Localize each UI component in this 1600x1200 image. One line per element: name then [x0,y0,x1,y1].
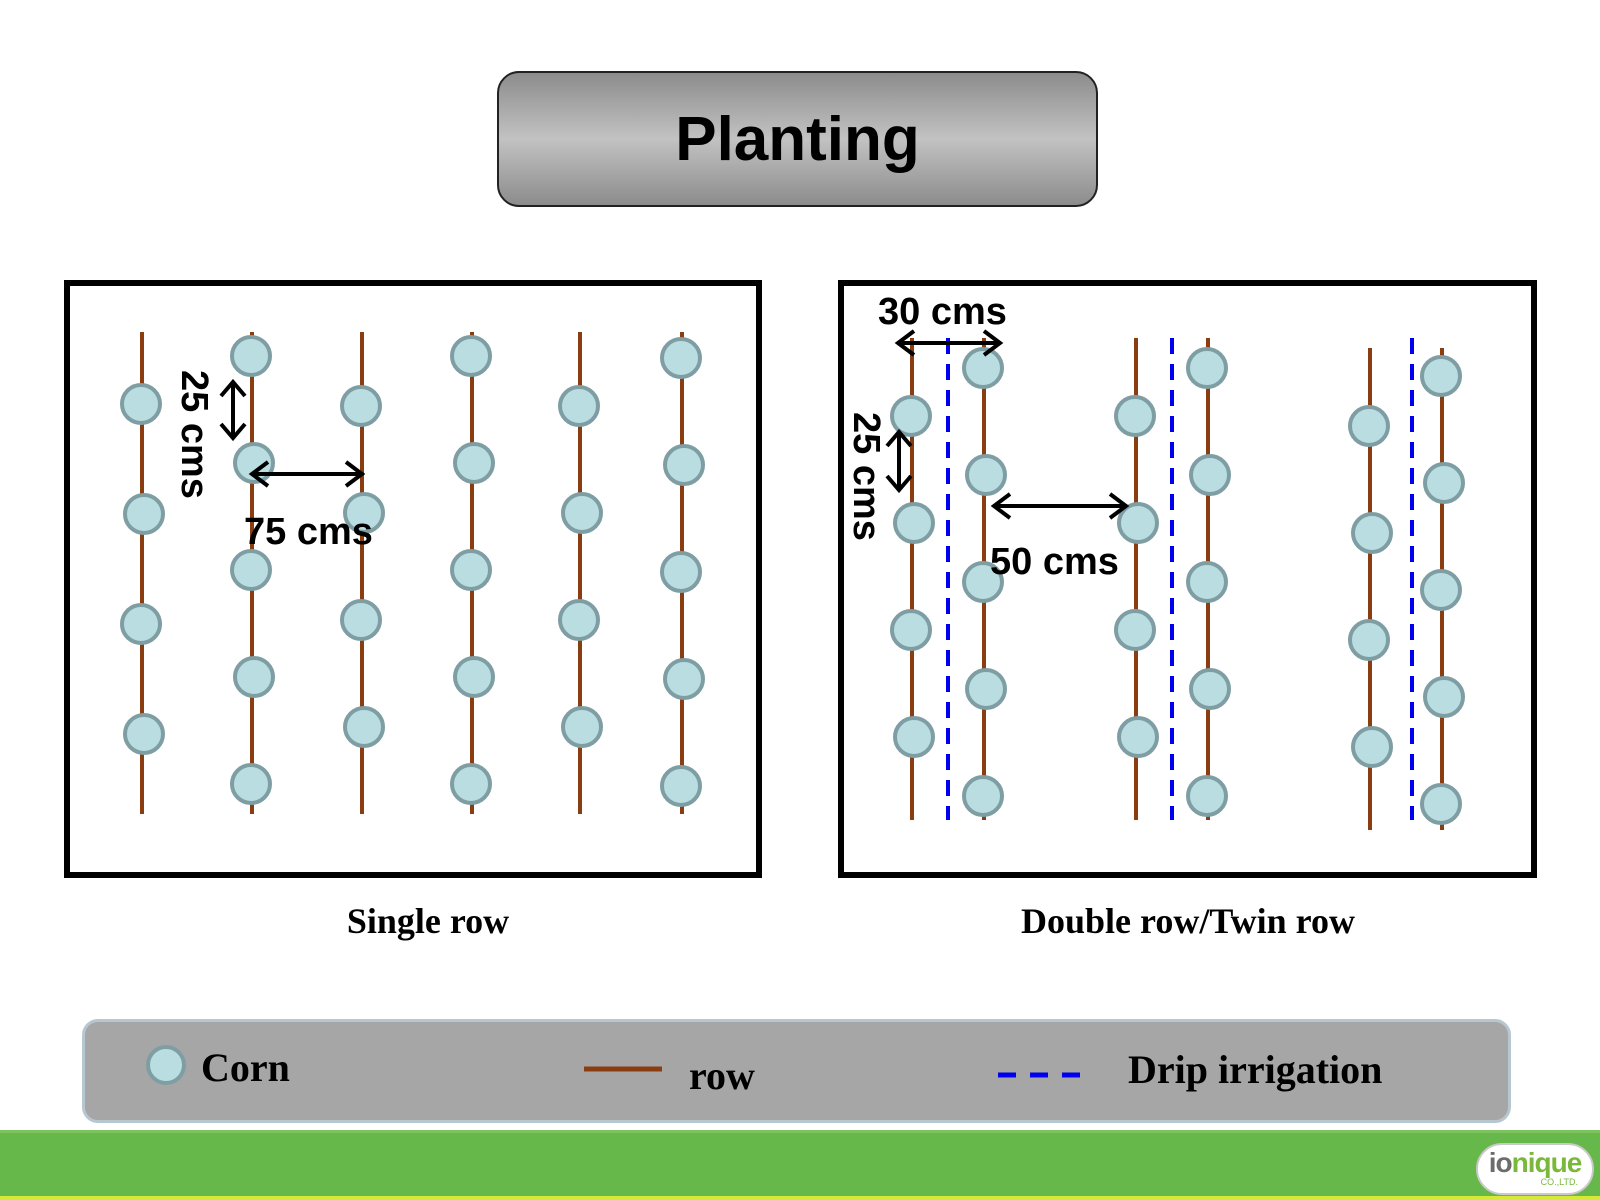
footer-bar [0,1130,1600,1200]
corn-plant [663,658,705,700]
corn-plant [890,395,932,437]
corn-plant [893,502,935,544]
corn-plant [120,603,162,645]
legend-drip-label: Drip irrigation [1128,1047,1383,1092]
corn-plant [230,763,272,805]
double-row-diagram: 30 cms 25 cms 50 cms [845,291,1465,830]
plant-spacing-label: 25 cms [173,370,215,499]
corn-plant [1117,502,1159,544]
logo-wordmark: ionique [1488,1147,1583,1178]
legend-row-label: row [689,1053,755,1098]
corn-plant [1117,716,1159,758]
corn-plant [343,492,385,534]
corn-plant [1348,619,1390,661]
drip-line-icon [998,1072,1090,1078]
corn-plant [1186,775,1228,817]
row-line-icon [584,1066,662,1072]
plant-spacing-arrow [219,378,247,442]
corn-plant [1186,347,1228,389]
single-row-panel: 25 cms 75 cms [64,280,762,878]
row-spacing-label: 75 cms [244,511,373,553]
corn-plant [343,706,385,748]
legend-corn-label: Corn [201,1045,290,1090]
corn-plant [123,713,165,755]
corn-plant [663,444,705,486]
pair-spacing-label: 30 cms [878,291,1007,333]
corn-plant [1423,462,1465,504]
corn-plant [1351,726,1393,768]
corn-plant [893,716,935,758]
legend-drip [998,1068,1094,1086]
corn-plant [1423,676,1465,718]
double-plant-spacing-arrow [885,428,913,494]
corn-plant [230,335,272,377]
corn-plant [453,442,495,484]
single-row-caption: Single row [346,901,510,941]
corn-plant [340,599,382,641]
double-plant-spacing-label: 25 cms [845,412,887,541]
legend: Corn row Drip irrigation [82,1019,1511,1123]
double-row-panel: 30 cms 25 cms 50 cms [838,280,1537,878]
corn-plant [1189,668,1231,710]
corn-plant [558,385,600,427]
corn-plant [962,775,1004,817]
double-row-caption: Double row/Twin row [1020,901,1356,941]
corn-plant [120,383,162,425]
corn-plant [340,385,382,427]
between-pairs-arrow [990,492,1130,520]
pair-spacing-arrow [894,329,1004,357]
corn-icon [146,1045,186,1085]
corn-plant [453,656,495,698]
single-row-diagram: 25 cms 75 cms [120,332,705,814]
row-spacing-arrow [248,460,366,488]
corn-plant [1186,561,1228,603]
corn-plant [962,561,1004,603]
title-banner: Planting [497,71,1098,207]
corn-plant [1189,454,1231,496]
corn-plant [450,549,492,591]
corn-plant [1114,395,1156,437]
corn-plant [123,493,165,535]
corn-plant [558,599,600,641]
legend-corn [145,1044,187,1091]
between-pairs-label: 50 cms [990,541,1119,583]
corn-plant [890,609,932,651]
corn-plant [1348,405,1390,447]
corn-plant [965,668,1007,710]
corn-plant [1351,512,1393,554]
corn-plant [962,347,1004,389]
company-logo: ionique CO.,LTD. [1476,1143,1594,1195]
corn-plant [1114,609,1156,651]
corn-plant [660,551,702,593]
corn-plant [561,706,603,748]
corn-plant [1420,569,1462,611]
corn-plant [1420,355,1462,397]
legend-row [584,1062,664,1080]
corn-plant [660,337,702,379]
corn-plant [660,765,702,807]
page-title: Planting [675,104,920,174]
corn-plant [965,454,1007,496]
logo-subtitle: CO.,LTD. [1540,1177,1578,1187]
corn-plant [233,656,275,698]
corn-plant [1420,783,1462,825]
corn-plant [230,549,272,591]
corn-plant [561,492,603,534]
corn-plant [450,335,492,377]
corn-plant [450,763,492,805]
